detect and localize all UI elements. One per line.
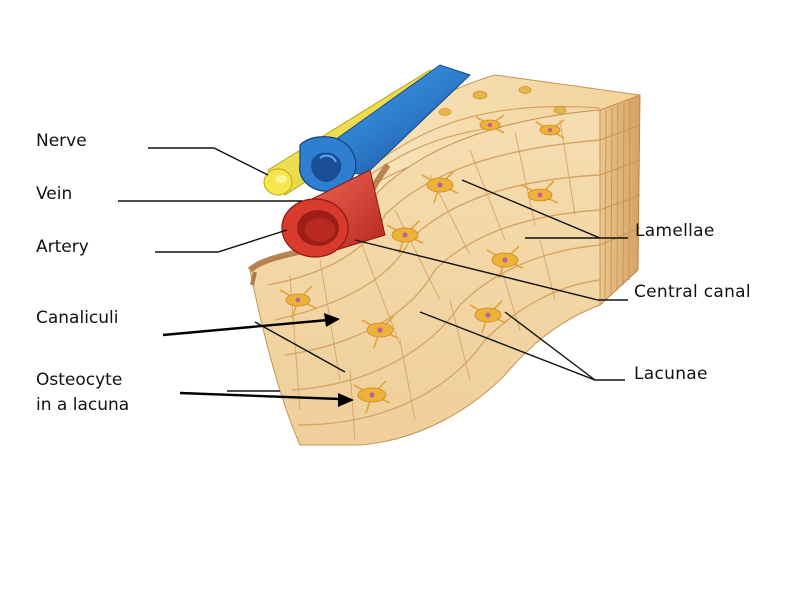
label-lacunae: Lacunae xyxy=(634,364,708,384)
label-osteocyte-line1: Osteocyte xyxy=(36,370,123,390)
leader-canaliculi-extra xyxy=(254,321,346,373)
label-vein: Vein xyxy=(36,184,73,204)
bone-side-face xyxy=(599,94,641,307)
arrow-osteocyte xyxy=(179,391,341,401)
label-canaliculi: Canaliculi xyxy=(36,308,119,328)
leader-lacunae-b xyxy=(504,311,596,381)
osteocyte-cells xyxy=(279,114,565,414)
pointer-arrows xyxy=(162,313,354,407)
leader-nerve xyxy=(148,147,269,176)
arrow-canaliculi xyxy=(162,318,329,337)
vein-vessel xyxy=(298,64,471,192)
artery-vessel xyxy=(281,169,386,258)
label-osteocyte-line2: in a lacuna xyxy=(36,395,130,415)
leader-artery xyxy=(155,229,288,253)
leader-lines xyxy=(118,147,628,392)
bone-front-face xyxy=(249,109,601,446)
label-nerve: Nerve xyxy=(36,131,87,151)
label-lamellae: Lamellae xyxy=(635,221,715,241)
label-artery: Artery xyxy=(36,237,89,257)
label-central-canal: Central canal xyxy=(634,282,751,302)
leader-central-canal xyxy=(354,239,628,301)
